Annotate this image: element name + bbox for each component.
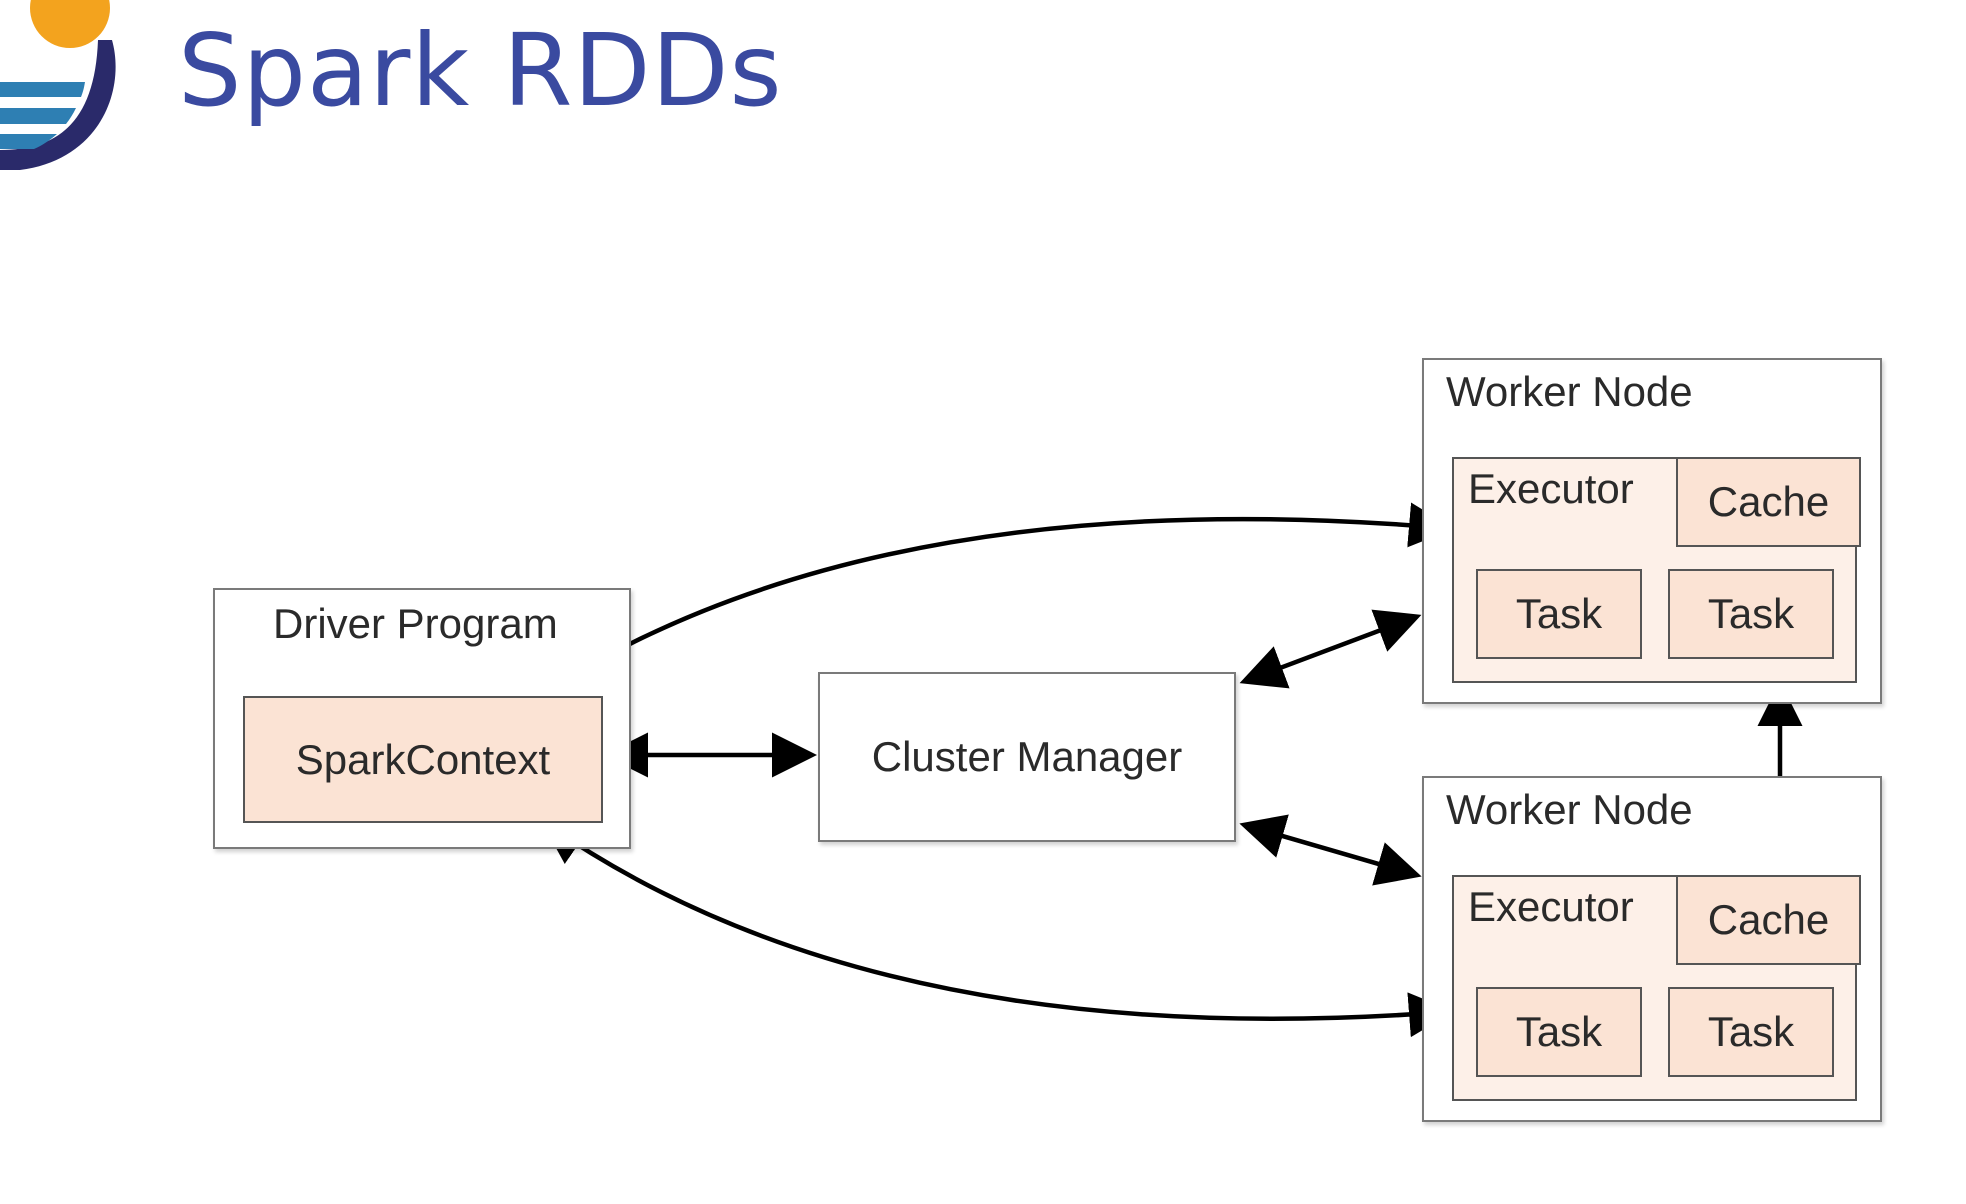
arrow-driver-worker2 xyxy=(540,819,1454,1038)
logo-icon xyxy=(0,0,116,170)
cluster-manager-box: Cluster Manager xyxy=(818,672,1236,842)
cluster-manager-label: Cluster Manager xyxy=(871,733,1183,780)
task-box: Task xyxy=(1476,987,1642,1077)
arrow-cluster-worker1 xyxy=(1239,609,1422,689)
executor-box: Executor Cache Task Task xyxy=(1452,875,1861,1101)
worker-node-label: Worker Node xyxy=(1446,368,1693,415)
task-box: Task xyxy=(1476,569,1642,659)
worker-node-2: Worker Node Executor Cache Task Task xyxy=(1422,776,1882,1122)
task-label: Task xyxy=(1515,590,1603,637)
executor-label: Executor xyxy=(1468,883,1634,930)
worker-node-1: Worker Node Executor Cache Task Task xyxy=(1422,358,1882,704)
task-label: Task xyxy=(1515,1008,1603,1055)
task-label: Task xyxy=(1707,590,1795,637)
task-box: Task xyxy=(1668,987,1834,1077)
task-box: Task xyxy=(1668,569,1834,659)
driver-program-box: Driver Program SparkContext xyxy=(213,588,631,849)
executor-box: Executor Cache Task Task xyxy=(1452,457,1861,683)
worker-node-label: Worker Node xyxy=(1446,786,1693,833)
cache-label: Cache xyxy=(1707,478,1830,525)
spark-context-label: SparkContext xyxy=(295,735,551,783)
spark-context-box: SparkContext xyxy=(243,696,603,823)
arrow-cluster-worker2 xyxy=(1239,814,1422,886)
driver-program-label: Driver Program xyxy=(273,600,558,647)
slide-title: Spark RDDs xyxy=(178,12,783,129)
task-label: Task xyxy=(1707,1008,1795,1055)
cache-label: Cache xyxy=(1707,896,1830,943)
cache-box: Cache xyxy=(1676,457,1861,547)
arrow-driver-worker1 xyxy=(540,502,1454,695)
executor-label: Executor xyxy=(1468,465,1634,512)
cache-box: Cache xyxy=(1676,875,1861,965)
